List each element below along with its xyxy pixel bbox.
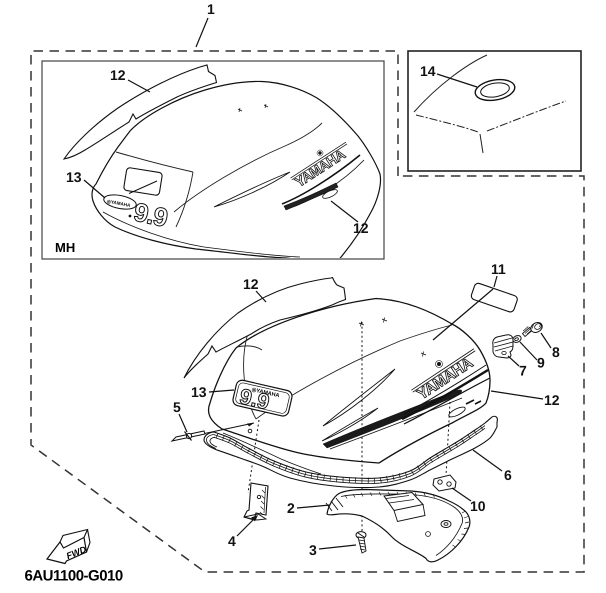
svg-text:6: 6 xyxy=(504,467,512,483)
svg-text:8: 8 xyxy=(552,344,560,360)
svg-text:3: 3 xyxy=(309,542,317,558)
svg-text:11: 11 xyxy=(491,261,506,277)
svg-text:13: 13 xyxy=(66,169,82,185)
svg-text:9.9: 9.9 xyxy=(131,197,170,233)
svg-text:2: 2 xyxy=(287,500,295,516)
svg-text:4: 4 xyxy=(228,533,236,549)
svg-text:12: 12 xyxy=(110,67,126,83)
svg-text:14: 14 xyxy=(420,63,436,79)
svg-text:12: 12 xyxy=(353,220,369,236)
svg-text:5: 5 xyxy=(173,399,181,415)
svg-text:12: 12 xyxy=(544,392,560,408)
svg-text:6AU1100-G010: 6AU1100-G010 xyxy=(25,568,123,585)
svg-text:7: 7 xyxy=(519,363,527,379)
svg-text:◎YAMAHA: ◎YAMAHA xyxy=(106,199,131,209)
svg-text:10: 10 xyxy=(470,498,486,514)
svg-text:12: 12 xyxy=(243,276,259,292)
svg-text:13: 13 xyxy=(191,384,207,400)
svg-text:MH: MH xyxy=(55,240,75,255)
svg-text:9: 9 xyxy=(537,355,545,371)
svg-text:1: 1 xyxy=(207,1,215,17)
